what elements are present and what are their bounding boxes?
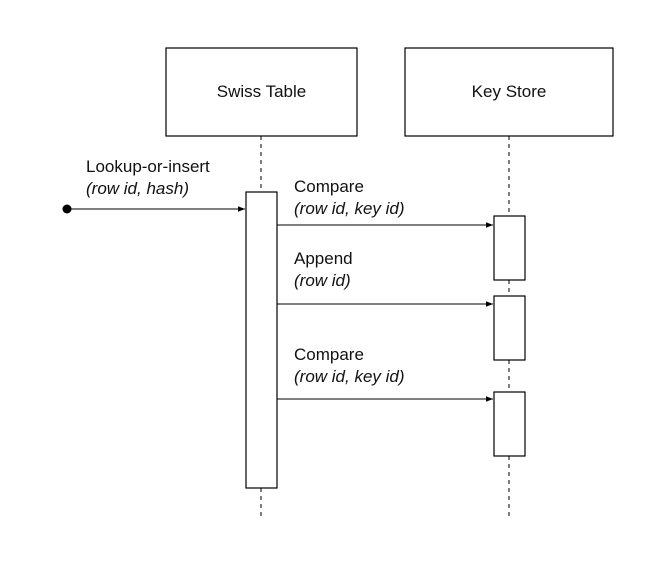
key-store-activation-append	[493, 295, 526, 361]
compare-1-message-label: Compare (row id, key id)	[294, 176, 405, 220]
key-store-box	[404, 47, 614, 137]
lookup-message-label: Lookup-or-insert (row id, hash)	[86, 156, 210, 200]
key-store-activation-compare-1	[493, 215, 526, 281]
append-message-name: Append	[294, 249, 353, 268]
swiss-table-activation	[245, 191, 278, 489]
compare-2-message-args: (row id, key id)	[294, 367, 405, 386]
append-message-label: Append (row id)	[294, 248, 353, 292]
compare-2-message-name: Compare	[294, 345, 364, 364]
lookup-message-args: (row id, hash)	[86, 179, 189, 198]
compare-1-message-args: (row id, key id)	[294, 199, 405, 218]
append-message-args: (row id)	[294, 271, 351, 290]
swiss-table-box	[165, 47, 358, 137]
compare-2-message-label: Compare (row id, key id)	[294, 344, 405, 388]
lookup-message-name: Lookup-or-insert	[86, 157, 210, 176]
compare-1-message-name: Compare	[294, 177, 364, 196]
key-store-activation-compare-2	[493, 391, 526, 457]
